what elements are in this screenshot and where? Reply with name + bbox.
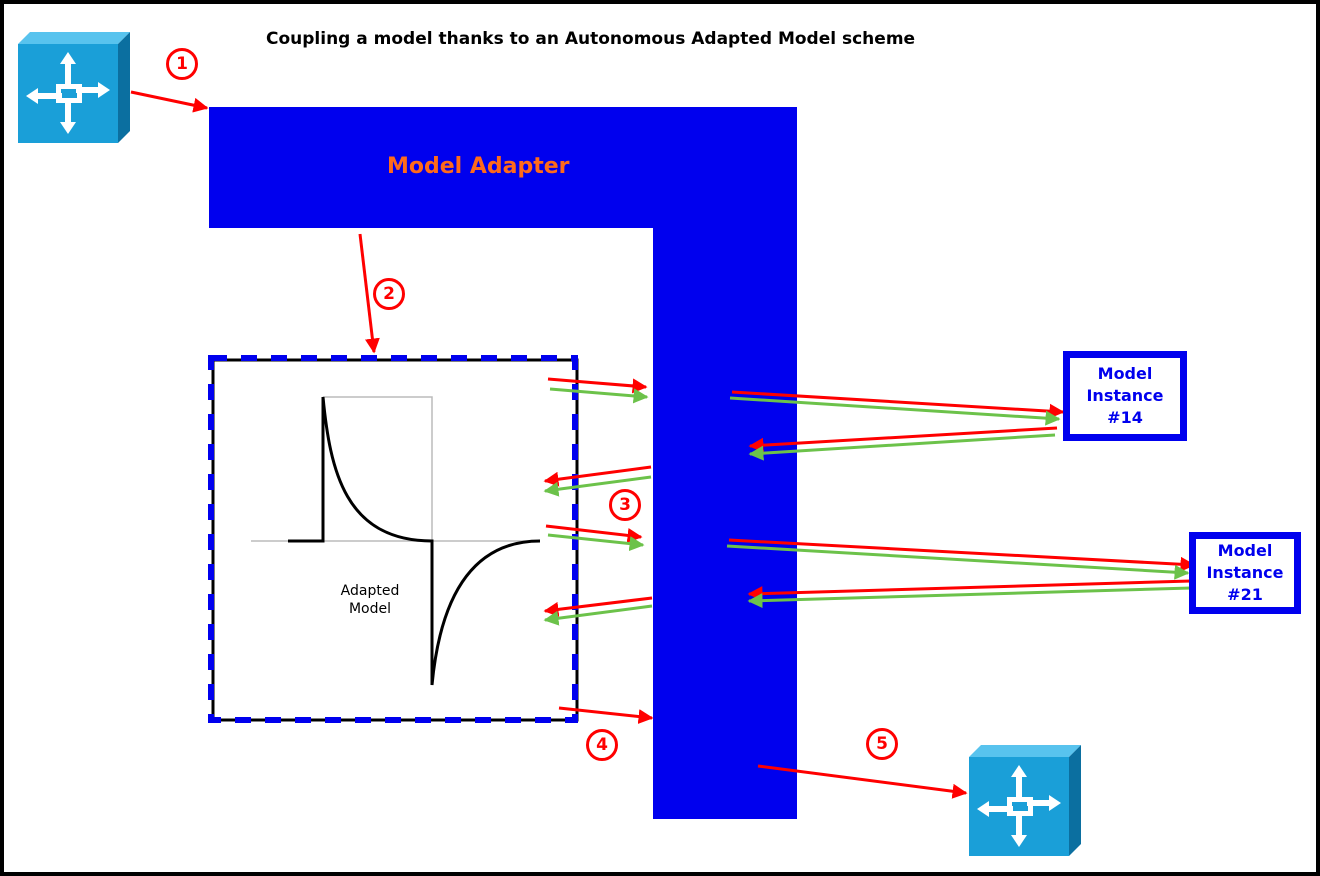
model-adapter-shape	[209, 107, 797, 819]
model-adapter-label: Model Adapter	[387, 154, 570, 179]
instance-14-line3: #14	[1107, 408, 1143, 427]
router-icon	[969, 745, 1081, 856]
instance-21-line1: Model	[1217, 541, 1273, 560]
arrow-adapter-to-inst14-red	[731, 390, 1065, 419]
arrow-adapter-to-inst14-green	[729, 396, 1061, 426]
arrow-inst14-to-adapter-green	[748, 433, 1056, 461]
arrow-adapter-to-model-2-green	[543, 604, 653, 626]
adapted-model-label-line1: Adapted	[340, 583, 400, 599]
step-1-badge: 1	[166, 48, 198, 80]
arrow-step2	[358, 233, 380, 354]
arrow-model-to-adapter-1-red	[547, 377, 648, 394]
arrow-step1	[130, 90, 209, 113]
diagram-title: Coupling a model thanks to an Autonomous…	[266, 29, 916, 49]
arrow-inst14-to-adapter-red	[748, 426, 1058, 453]
arrow-step4	[558, 706, 654, 725]
arrow-step5	[757, 764, 968, 799]
arrow-adapter-to-model-2-red	[543, 596, 653, 617]
step-2-badge: 2	[373, 278, 405, 310]
arrow-adapter-to-inst21-green	[726, 544, 1190, 580]
instance-21-line2: Instance	[1206, 563, 1284, 582]
arrow-model-to-adapter-1-green	[549, 387, 649, 404]
adapted-model-waveform	[251, 396, 541, 686]
arrow-model-to-adapter-2-red	[545, 524, 643, 543]
instance-21-line3: #21	[1227, 585, 1263, 604]
arrow-adapter-to-inst21-red	[728, 538, 1196, 572]
adapted-model-label-line2: Model	[348, 601, 392, 617]
router-icon	[18, 32, 130, 143]
arrow-model-to-adapter-2-green	[547, 533, 645, 552]
instance-14-line1: Model	[1097, 364, 1153, 383]
step-3-badge: 3	[609, 489, 641, 521]
arrow-inst21-to-adapter-red	[747, 579, 1192, 602]
model-instance-21: Model Instance #21	[1189, 532, 1301, 614]
step-5-badge: 5	[866, 728, 898, 760]
adapted-model-label: Adapted Model	[330, 582, 410, 618]
model-instance-14: Model Instance #14	[1063, 351, 1187, 441]
arrow-inst21-to-adapter-green	[747, 586, 1192, 609]
instance-14-line2: Instance	[1086, 386, 1164, 405]
arrow-adapter-to-model-1-red	[543, 465, 652, 487]
arrow-adapter-to-model-1-green	[543, 475, 652, 497]
step-4-badge: 4	[586, 729, 618, 761]
adapted-model-box	[208, 355, 579, 723]
